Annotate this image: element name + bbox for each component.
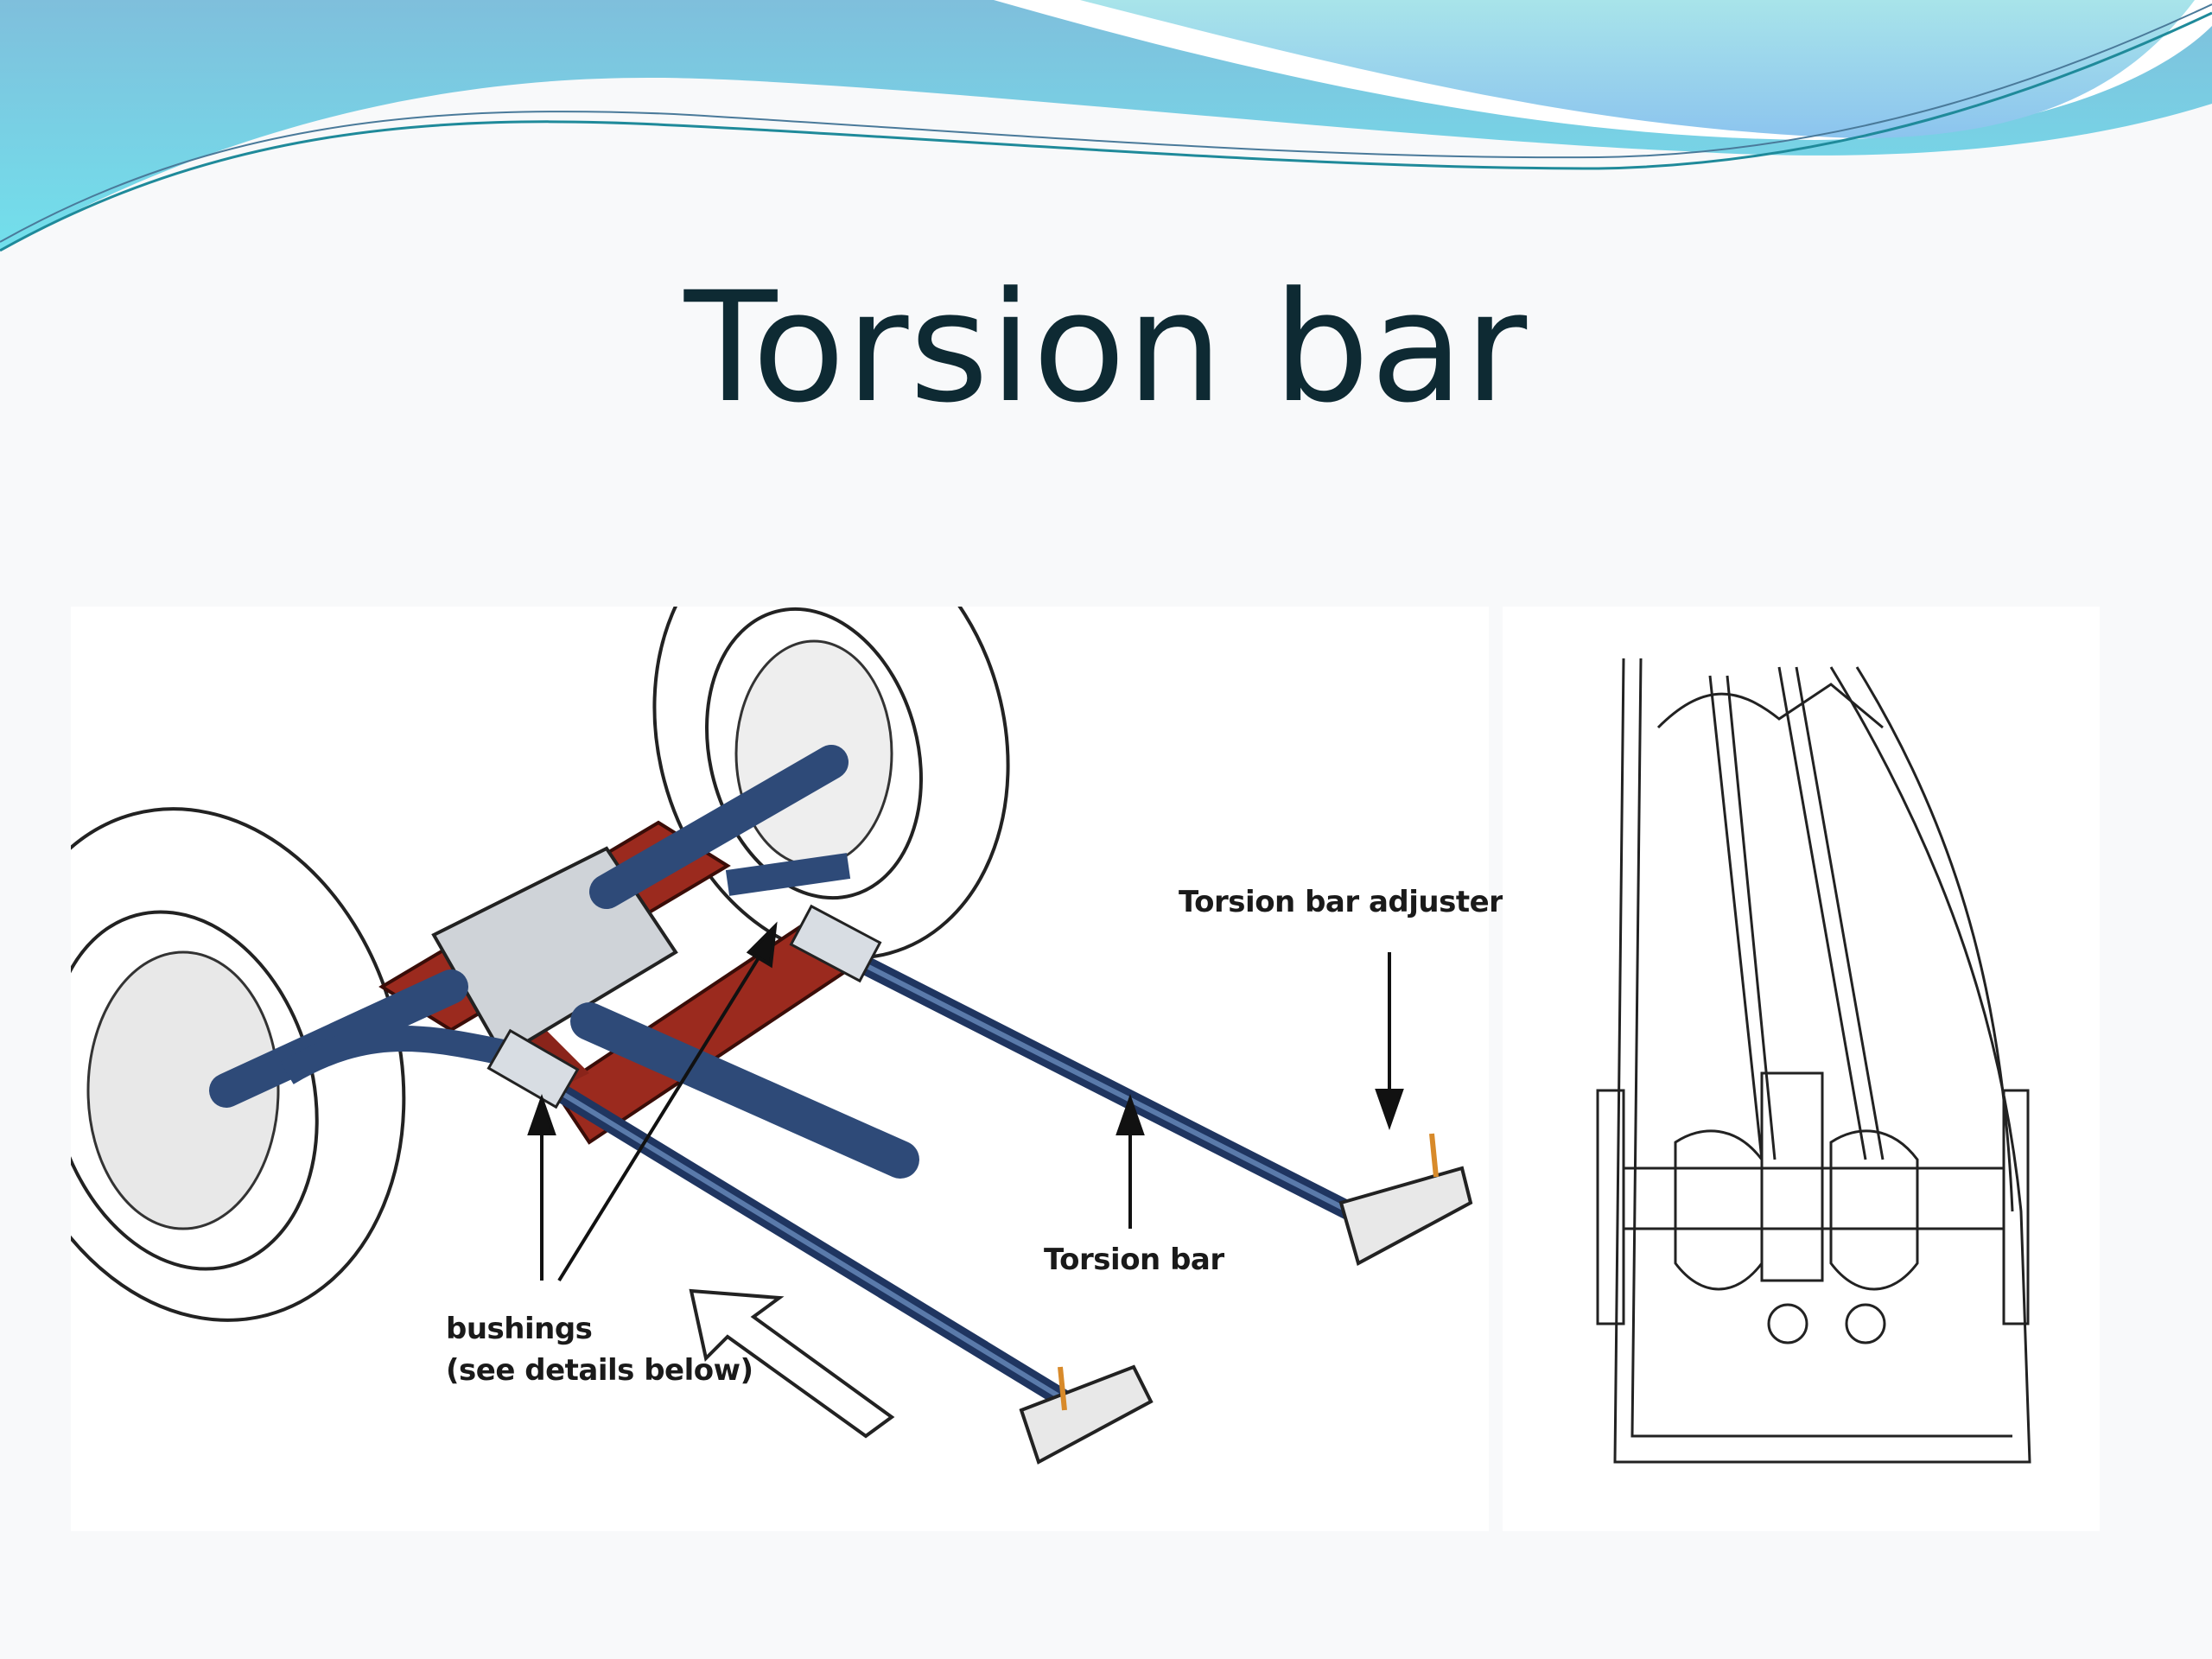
suspension-drawing <box>0 512 1473 1465</box>
slide-title: Torsion bar <box>683 259 1529 436</box>
label-bushings: bushings <box>446 1312 593 1346</box>
axle-drawing <box>1596 658 2031 1464</box>
torsion-bar-axle-line-drawing <box>1503 607 2100 1531</box>
label-torsion-bar-adjuster: Torsion bar adjuster <box>1179 885 1503 919</box>
torsion-bar-suspension-illustration: Torsion bar adjuster Torsion bar bushing… <box>0 512 1503 1531</box>
label-torsion-bar: Torsion bar <box>1044 1243 1224 1277</box>
label-bushings-note: (see details below) <box>446 1353 753 1388</box>
